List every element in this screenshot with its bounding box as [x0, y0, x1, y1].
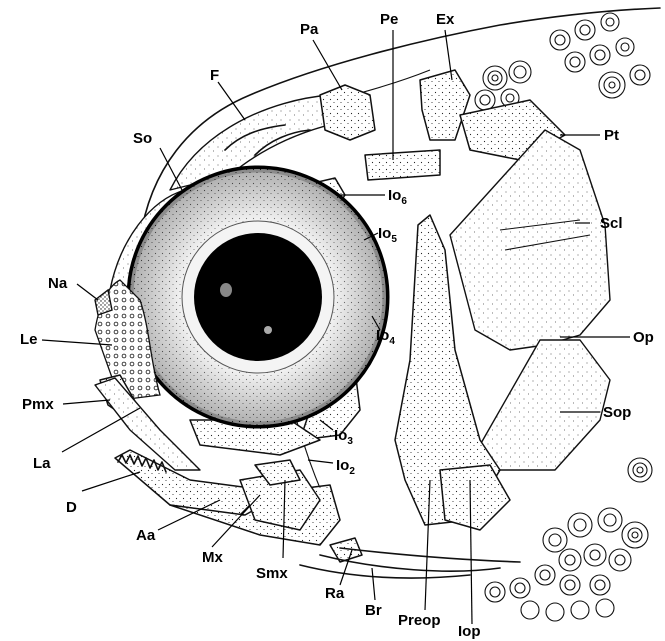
label-Io6: Io6	[388, 187, 407, 207]
label-F: F	[210, 67, 219, 84]
label-Scl: Scl	[600, 215, 623, 232]
label-Ex: Ex	[436, 11, 455, 28]
label-Io2: Io2	[336, 457, 355, 477]
label-Io3: Io3	[334, 427, 353, 447]
label-Br: Br	[365, 602, 382, 619]
label-So: So	[133, 130, 152, 147]
label-Pa: Pa	[300, 21, 319, 38]
label-Io5: Io5	[378, 225, 397, 245]
label-Iop: Iop	[458, 623, 481, 640]
label-Pe: Pe	[380, 11, 398, 28]
opercular-series	[395, 130, 610, 530]
parietal-bone	[320, 85, 375, 140]
label-Mx: Mx	[202, 549, 223, 566]
label-Ra: Ra	[325, 585, 345, 602]
label-Pt: Pt	[604, 127, 619, 144]
epiotic-bone	[365, 150, 440, 180]
label-D: D	[66, 499, 77, 516]
opercle-bone	[450, 130, 610, 350]
label-Smx: Smx	[256, 565, 288, 582]
subopercle-bone	[480, 340, 610, 470]
label-Op: Op	[633, 329, 654, 346]
label-Sop: Sop	[603, 404, 631, 421]
interopercle-bone	[440, 465, 510, 530]
label-Na: Na	[48, 275, 68, 292]
label-Aa: Aa	[136, 527, 156, 544]
label-Le: Le	[20, 331, 38, 348]
scales-bottom	[485, 508, 648, 621]
eye	[130, 169, 386, 425]
extrascapular-bone	[420, 70, 470, 140]
label-La: La	[33, 455, 51, 472]
label-Pmx: Pmx	[22, 396, 54, 413]
branchiostegal-rays	[300, 548, 520, 578]
label-Preop: Preop	[398, 612, 441, 629]
